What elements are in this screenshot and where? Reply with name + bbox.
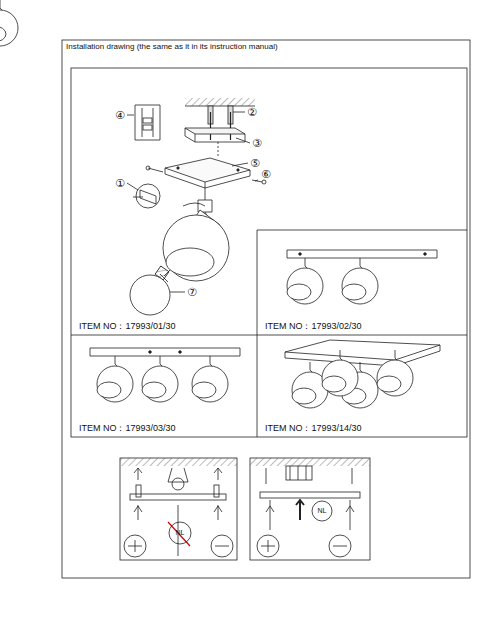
callout-number: ⑥ <box>261 168 271 180</box>
item-number: ITEM NO：17993/14/30 <box>265 424 362 434</box>
country-mark: NL <box>318 507 327 515</box>
callout-number: ① <box>115 177 125 189</box>
callout-number: ⑤ <box>250 157 260 169</box>
callout-number: ② <box>247 106 257 118</box>
item-panel: ITEM NO：17993/03/30 <box>71 335 257 437</box>
item-number: ITEM NO：17993/02/30 <box>265 322 362 332</box>
item-panel: ITEM NO：17993/14/30 <box>257 335 467 437</box>
item-panel: ITEM NO：17993/02/30 <box>257 230 467 335</box>
item-panel: ITEM NO：17993/01/30 <box>71 68 257 335</box>
country-mark: NL <box>176 529 185 537</box>
page-title: Installation drawing (the same as it in … <box>66 43 278 52</box>
item-number: ITEM NO：17993/03/30 <box>79 424 176 434</box>
callout-number: ⑦ <box>187 286 197 298</box>
callout-number: ④ <box>115 109 125 121</box>
item-number: ITEM NO：17993/01/30 <box>79 322 176 332</box>
callout-number: ③ <box>252 137 262 149</box>
